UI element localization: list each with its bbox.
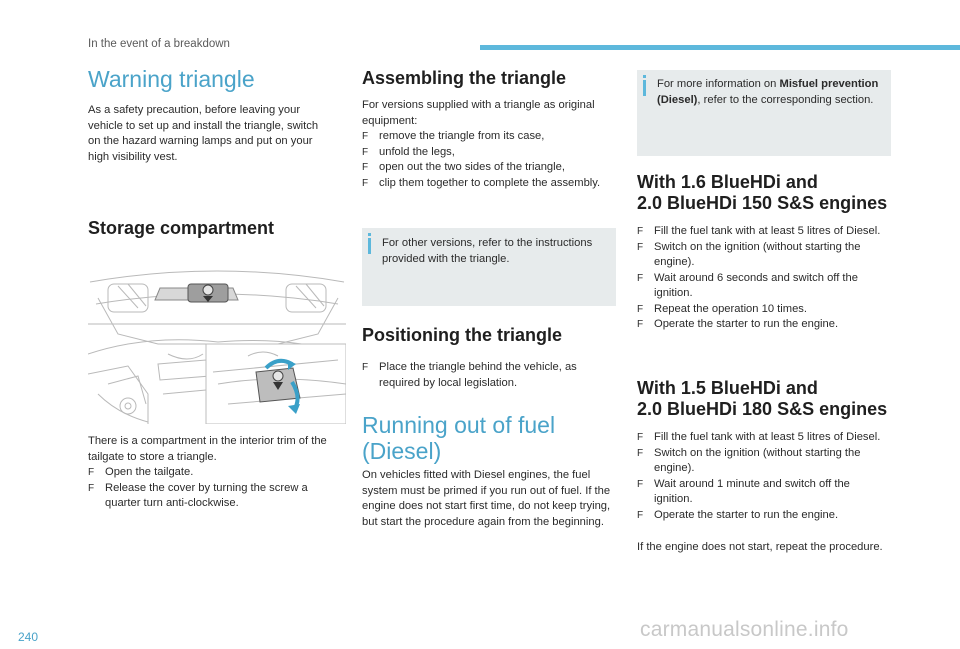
- bullet-icon: F: [637, 272, 644, 284]
- bullet-icon: F: [88, 467, 95, 478]
- storage-heading: Storage compartment: [88, 218, 275, 238]
- info-box-misfuel: For more information on Misfuel preventi…: [637, 70, 891, 156]
- bullet-icon: F: [362, 177, 369, 189]
- bullet-icon: F: [88, 482, 95, 494]
- bullet-icon: F: [637, 509, 644, 521]
- tailgate-illustration: [87, 264, 347, 425]
- engine2-heading: With 1.5 BlueHDi and 2.0 BlueHDi 180 S&S…: [637, 378, 888, 419]
- section-header: In the event of a breakdown: [88, 38, 230, 50]
- fuel-text: On vehicles fitted with Diesel engines, …: [362, 469, 611, 528]
- info-icon: [368, 233, 371, 254]
- bullet-icon: F: [637, 226, 644, 237]
- bullet-icon: F: [362, 131, 369, 142]
- info-text: For other versions, refer to the instruc…: [382, 237, 593, 265]
- positioning-heading: Positioning the triangle: [362, 325, 563, 345]
- fuel-heading: Running out of fuel (Diesel): [362, 412, 556, 464]
- bullet-icon: F: [637, 478, 644, 490]
- tailgate-drawing: [87, 270, 347, 425]
- bullet-icon: F: [362, 146, 369, 158]
- bullet-icon: F: [637, 303, 644, 315]
- bullet-icon: F: [637, 241, 644, 253]
- info-icon: [643, 75, 646, 96]
- bullet-icon: F: [362, 162, 369, 173]
- page-number: 240: [18, 630, 39, 644]
- bullet-icon: F: [362, 362, 369, 373]
- bullet-icon: F: [637, 447, 644, 459]
- bullet-icon: F: [637, 319, 644, 330]
- page-title: Warning triangle: [88, 66, 255, 92]
- engine2-note: If the engine does not start, repeat the…: [637, 541, 883, 553]
- header-accent-bar: [480, 45, 960, 50]
- info-text-misfuel: For more information on Misfuel preventi…: [657, 78, 879, 106]
- info-box-other-versions: For other versions, refer to the instruc…: [362, 228, 616, 306]
- assembling-heading: Assembling the triangle: [362, 68, 567, 88]
- engine1-heading: With 1.6 BlueHDi and 2.0 BlueHDi 150 S&S…: [637, 172, 888, 213]
- bullet-icon: F: [637, 432, 644, 443]
- storage-text: There is a compartment in the interior t…: [88, 435, 327, 463]
- intro-text: As a safety precaution, before leaving y…: [88, 104, 319, 163]
- watermark: carmanualsonline.info: [640, 618, 849, 641]
- assembling-intro: For versions supplied with a triangle as…: [362, 99, 595, 127]
